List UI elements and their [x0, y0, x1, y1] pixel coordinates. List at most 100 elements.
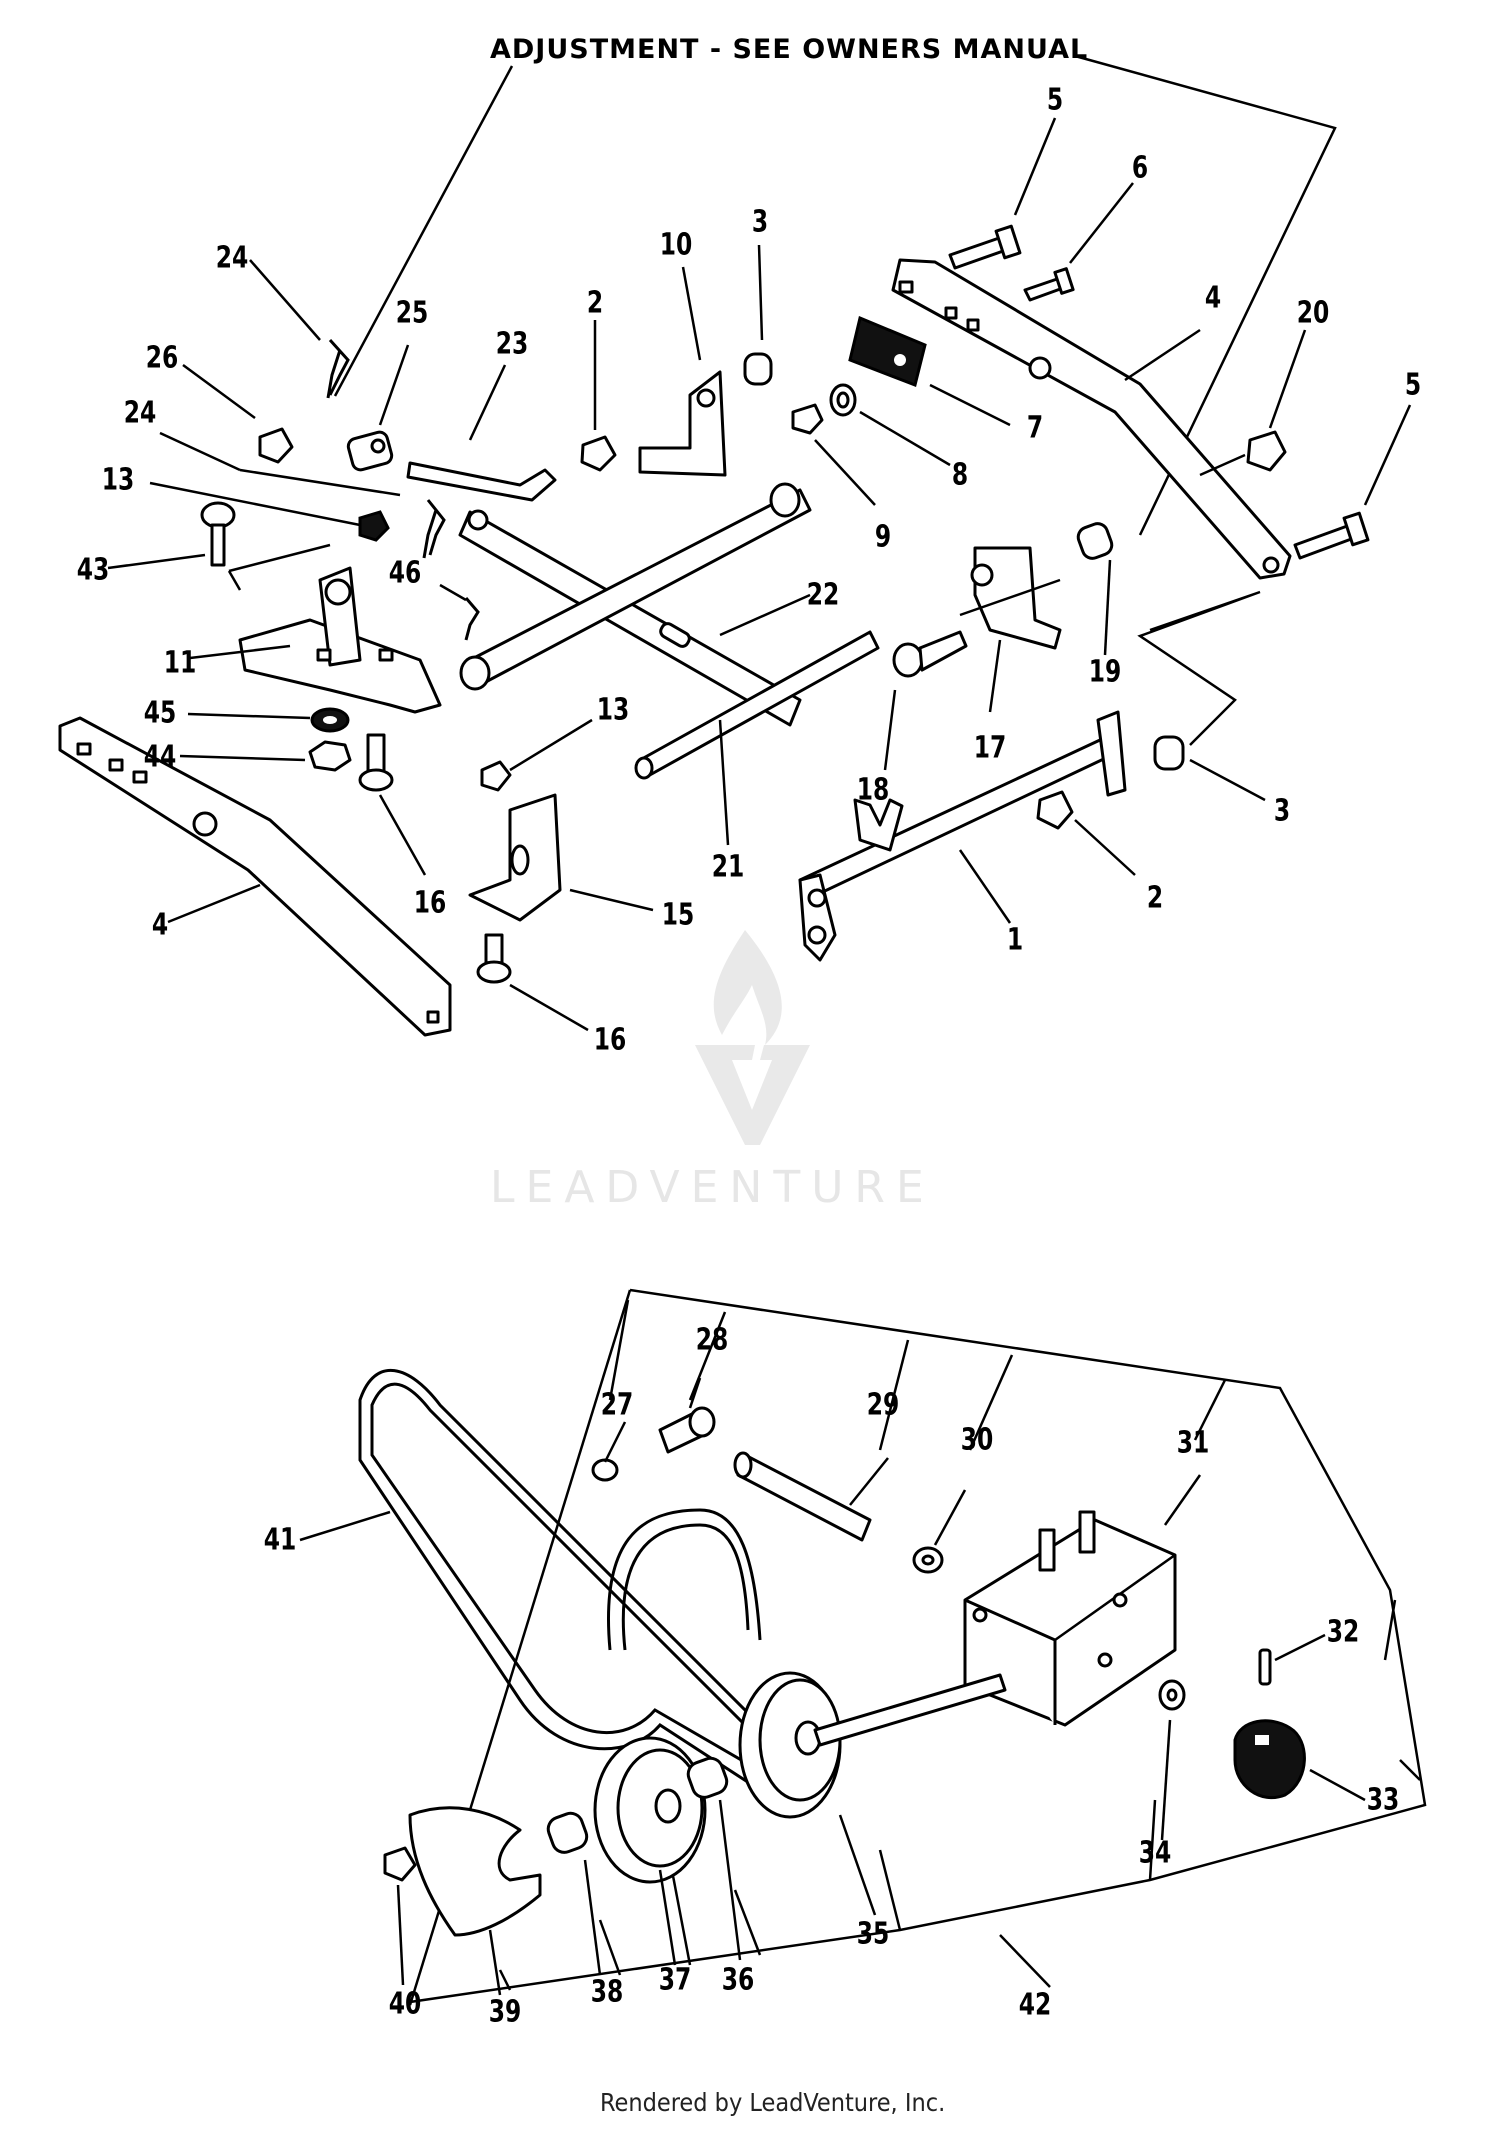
callout-3: 3: [751, 204, 769, 240]
part-31-housing: [963, 1510, 1177, 1727]
part-3-spacer-low: [1153, 735, 1185, 771]
part-16-bolt-top: [358, 733, 394, 792]
part-30-washer: [912, 1546, 944, 1574]
watermark-logo: [695, 930, 810, 1145]
callout-22: 22: [806, 577, 840, 613]
callout-24: 24: [123, 395, 157, 431]
callout-33: 33: [1366, 1782, 1400, 1818]
part-16-bolt-low: [476, 933, 512, 984]
callout-35: 35: [856, 1916, 890, 1952]
part-3-spacer-top: [743, 352, 773, 386]
callout-36: 36: [721, 1962, 755, 1998]
callout-4: 4: [1204, 280, 1222, 316]
part-15-bracket: [468, 793, 562, 922]
callout-44: 44: [143, 739, 177, 775]
part-35-pulley: [738, 1671, 842, 1819]
part-8-washer: [829, 383, 857, 417]
part-24-pin-mid: [422, 499, 446, 559]
part-22-shaft-assembly: [458, 482, 812, 727]
callout-6: 6: [1131, 150, 1149, 186]
part-18-bolt: [892, 630, 968, 678]
lower-ticks: [498, 1299, 1421, 1991]
part-13-nut-low: [480, 760, 512, 792]
callout-26: 26: [145, 340, 179, 376]
callout-46: 46: [388, 555, 422, 591]
callout-24: 24: [215, 240, 249, 276]
callout-32: 32: [1326, 1614, 1360, 1650]
part-5-bolt-top: [948, 224, 1022, 270]
part-42-group-outline: [408, 1288, 1427, 2006]
callout-3: 3: [1273, 793, 1291, 829]
callout-13: 13: [101, 462, 135, 498]
part-6-screw: [1023, 267, 1075, 302]
callout-37: 37: [658, 1962, 692, 1998]
callout-23: 23: [495, 326, 529, 362]
upper-hidden-lines: [227, 453, 1261, 746]
part-5-bolt-right: [1293, 511, 1370, 560]
callout-17: 17: [973, 730, 1007, 766]
callout-42: 42: [1018, 1987, 1052, 2023]
part-32-pin: [1258, 1648, 1272, 1686]
callout-15: 15: [661, 897, 695, 933]
callout-20: 20: [1296, 295, 1330, 331]
callout-9: 9: [874, 519, 892, 555]
part-43-screw: [200, 501, 236, 567]
part-2-nut-low: [1036, 790, 1074, 830]
part-9-nut: [791, 403, 824, 435]
adjustment-leaders: [333, 54, 1337, 536]
part-2-nut-top: [580, 435, 617, 472]
callout-39: 39: [488, 1994, 522, 2030]
part-44-nut: [308, 740, 352, 772]
callout-45: 45: [143, 695, 177, 731]
part-21-rod: [634, 630, 880, 780]
part-38-bushing: [546, 1811, 589, 1854]
part-23-rod: [406, 461, 557, 502]
upper-callout-leaders: [107, 117, 1412, 1032]
part-33-knob: [1233, 1719, 1306, 1800]
callout-34: 34: [1138, 1835, 1172, 1871]
callout-5: 5: [1046, 82, 1064, 118]
callout-31: 31: [1176, 1425, 1210, 1461]
part-37-pulley: [593, 1736, 707, 1884]
part-45-washer: [310, 707, 350, 733]
part-1-lever: [798, 710, 1127, 962]
rendered-by-footer: Rendered by LeadVenture, Inc.: [600, 2088, 946, 2117]
part-26-nut: [258, 427, 294, 464]
part-34-washer: [1158, 1679, 1186, 1711]
callout-43: 43: [76, 552, 110, 588]
callout-2: 2: [586, 285, 604, 321]
callout-16: 16: [593, 1022, 627, 1058]
part-36-bushing: [686, 1756, 729, 1799]
callout-10: 10: [659, 227, 693, 263]
part-24-pin-top: [326, 338, 350, 399]
part-28-fitting: [658, 1406, 716, 1454]
callout-2: 2: [1146, 880, 1164, 916]
callout-25: 25: [395, 295, 429, 331]
part-40-nut: [383, 1846, 417, 1882]
callout-38: 38: [590, 1974, 624, 2010]
part-41-belt: [358, 1369, 790, 1794]
secondary-belt: [607, 1508, 762, 1651]
callout-41: 41: [263, 1522, 297, 1558]
callout-27: 27: [600, 1387, 634, 1423]
callout-7: 7: [1026, 410, 1044, 446]
callout-13: 13: [596, 692, 630, 728]
part-20-nut: [1246, 430, 1287, 472]
part-46-pin: [464, 597, 480, 641]
part-39-guard: [408, 1806, 542, 1937]
callout-40: 40: [388, 1986, 422, 2022]
callout-1: 1: [1006, 922, 1024, 958]
part-13-nut-top: [358, 510, 390, 542]
callout-8: 8: [951, 457, 969, 493]
part-11-plate: [238, 566, 442, 714]
adjusting-rod: [813, 1673, 1007, 1747]
part-19-spacer: [1076, 522, 1114, 560]
part-17-bracket: [970, 546, 1062, 650]
part-10-bracket: [638, 370, 727, 477]
callout-11: 11: [163, 645, 197, 681]
adjustment-heading: ADJUSTMENT - SEE OWNERS MANUAL: [490, 34, 1089, 65]
callout-19: 19: [1088, 654, 1122, 690]
part-25-clevis: [346, 430, 394, 472]
callout-18: 18: [856, 772, 890, 808]
callout-16: 16: [413, 885, 447, 921]
